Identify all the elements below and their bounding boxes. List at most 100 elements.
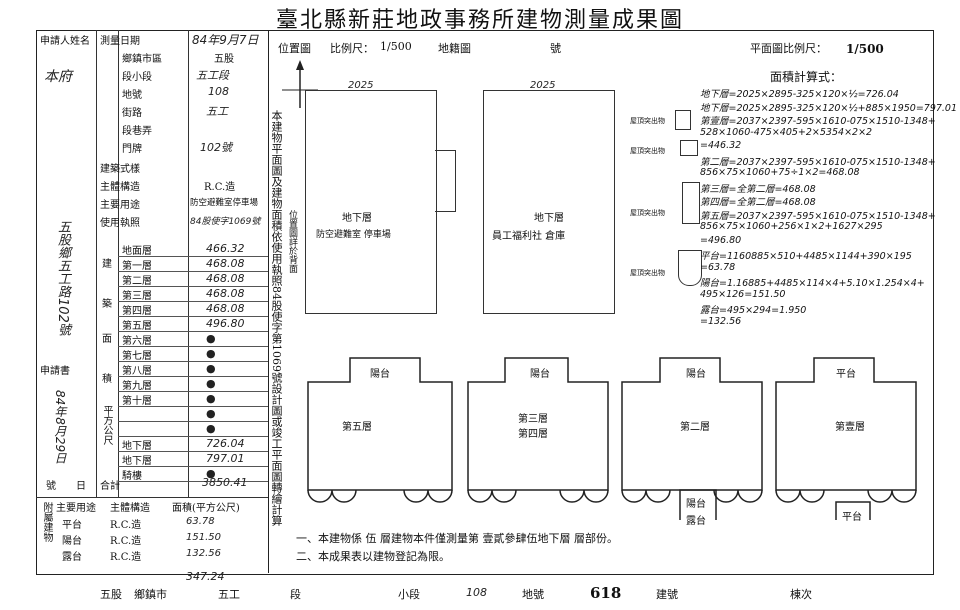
- floor-row-divider: [118, 376, 268, 377]
- floor-area-value: ●: [206, 392, 216, 405]
- survey-date-label: 測量日期: [100, 36, 140, 47]
- floor-name: 第一層: [122, 261, 152, 272]
- floor-name: 地下層: [122, 441, 152, 452]
- floor-row-divider: [118, 436, 268, 437]
- floor-name: 第七層: [122, 351, 152, 362]
- floor-name: 地下層: [122, 456, 152, 467]
- note-2: 二、本成果表以建物登記為限。: [296, 550, 450, 563]
- floor-scale-value: 1/500: [846, 42, 884, 56]
- floor-name: 第五層: [122, 321, 152, 332]
- footer-subsection-label: 小段: [398, 588, 420, 601]
- lane-label: 段巷弄: [122, 126, 152, 137]
- calc-line: 露台=495×294=1.950: [700, 305, 807, 316]
- calc-line: 856×75×1060+75÷1×2=468.08: [700, 167, 860, 178]
- attached-struct: R.C.造: [110, 552, 142, 563]
- floor-name: 第二層: [122, 276, 152, 287]
- calc-line: =132.56: [700, 315, 742, 327]
- floor-row-divider: [118, 316, 268, 317]
- floor-area-value: ●: [206, 407, 216, 420]
- floor-name: 第九層: [122, 381, 152, 392]
- balcony-label-3: 陽台: [686, 369, 706, 380]
- plan-floor34-arcs: [467, 489, 609, 503]
- floor-plans-svg: [307, 357, 917, 520]
- floor-area-value: 468.08: [206, 272, 245, 285]
- calc-line: 第五層=2037×2397-595×1610-075×1510-1348+: [700, 210, 936, 222]
- plan-floor5-label: 第五層: [342, 422, 372, 433]
- roof-box-1: [675, 110, 691, 130]
- building-vlabel-2: 築: [102, 299, 112, 310]
- scale-label: 比例尺：: [330, 42, 374, 55]
- floor-name: 地面層: [122, 246, 152, 257]
- roof-label-4: 屋頂突出物: [630, 269, 665, 277]
- lot-label: 地號: [122, 90, 142, 101]
- floor-row-divider: [118, 481, 268, 482]
- floor-row-divider: [118, 406, 268, 407]
- roof-label-2: 屋頂突出物: [630, 147, 665, 155]
- floor-area-value: 466.32: [206, 242, 245, 255]
- plan-floor1-outline: [775, 357, 917, 491]
- area-vlabel-2: 積: [102, 374, 112, 385]
- position-note: 位置圖詳於背面: [287, 210, 297, 273]
- floor-name: 騎樓: [122, 471, 142, 482]
- attached-struct: R.C.造: [110, 520, 142, 531]
- form-panel: 申請人姓名 本府 測量日期 84年9月7日 鄉鎮市區 五股 段小段 五工段 地號…: [36, 30, 269, 583]
- footer-town-label: 鄉鎮市: [134, 588, 167, 601]
- lot-value: 108: [208, 85, 229, 98]
- street-label: 街路: [122, 108, 142, 119]
- terrace-label: 露台: [686, 516, 706, 527]
- basement-right-sub: 員工福利社 倉庫: [492, 231, 566, 242]
- roof-label-1: 屋頂突出物: [630, 117, 665, 125]
- document-frame: [36, 30, 934, 575]
- platform-box: [835, 501, 871, 520]
- roof-box-3: [682, 182, 700, 224]
- apply-label: 申請書: [40, 366, 70, 377]
- basement-plan-left: 地下層 防空避難室 停車場: [305, 90, 437, 314]
- calc-line: 陽台=1.16885+4485×114×4+5.10×1.254×4+: [700, 278, 925, 289]
- use-value: 防空避難室停車場: [190, 198, 259, 208]
- scale-value: 1/500: [380, 40, 412, 53]
- applicant-value: 本府: [44, 69, 72, 85]
- number-header: 號: [550, 42, 561, 55]
- structure-label: 主體構造: [100, 182, 140, 193]
- floor-area-value: 468.08: [206, 302, 245, 315]
- position-map-label: 位置圖: [278, 42, 311, 55]
- calc-line: 第二層=2037×2397-595×1610-075×1510-1348+: [700, 156, 936, 168]
- floor-row-divider: [118, 331, 268, 332]
- floor-row-divider: [118, 421, 268, 422]
- floor-area-value: ●: [206, 377, 216, 390]
- balcony-label-1: 陽台: [370, 369, 390, 380]
- plan-floor1-arcs: [775, 489, 917, 503]
- floor-name: 第三層: [122, 291, 152, 302]
- license-label: 使用執照: [100, 218, 140, 229]
- floor-row-divider: [118, 301, 268, 302]
- building-vlabel: 建: [102, 259, 112, 270]
- floor-area-value: 468.08: [206, 287, 245, 300]
- floor-row-divider: [118, 451, 268, 452]
- basement-left-label: 地下層: [342, 213, 372, 224]
- calc-line: =63.78: [700, 261, 736, 273]
- plan-floor34-outline: [467, 357, 609, 491]
- floor-row-divider: [118, 466, 268, 467]
- calc-line: 地下層=2025×2895-325×120×½=726.04: [700, 89, 899, 100]
- floor-area-value: ●: [206, 422, 216, 435]
- calc-line: 528×1060-475×405+2×5354×2×2: [700, 126, 873, 138]
- footer-town: 五股: [100, 588, 122, 601]
- balcony-label-2: 陽台: [530, 369, 550, 380]
- area-vlabel: 面: [102, 334, 112, 345]
- section-value: 五工段: [196, 69, 229, 82]
- use-label: 主要用途: [100, 200, 140, 211]
- basement-plan-right: 地下層 員工福利社 倉庫: [483, 90, 615, 314]
- basement-left-annex: [435, 150, 456, 212]
- floor-row-divider: [118, 346, 268, 347]
- license-value: 84股使字1069號: [190, 217, 261, 227]
- plan-floor1-label: 第壹層: [835, 422, 865, 433]
- dim-top-left: 2025: [348, 80, 374, 91]
- door-label: 門牌: [122, 144, 142, 155]
- roof-box-4: [678, 250, 702, 286]
- plan-floor2-outline: [621, 357, 763, 491]
- plan-floor34-label: 第三層 第四層: [518, 414, 548, 440]
- floor-area-value: 726.04: [206, 437, 245, 450]
- floor-name: 第六層: [122, 336, 152, 347]
- door-value: 102號: [200, 141, 232, 154]
- attached-struct: R.C.造: [110, 536, 142, 547]
